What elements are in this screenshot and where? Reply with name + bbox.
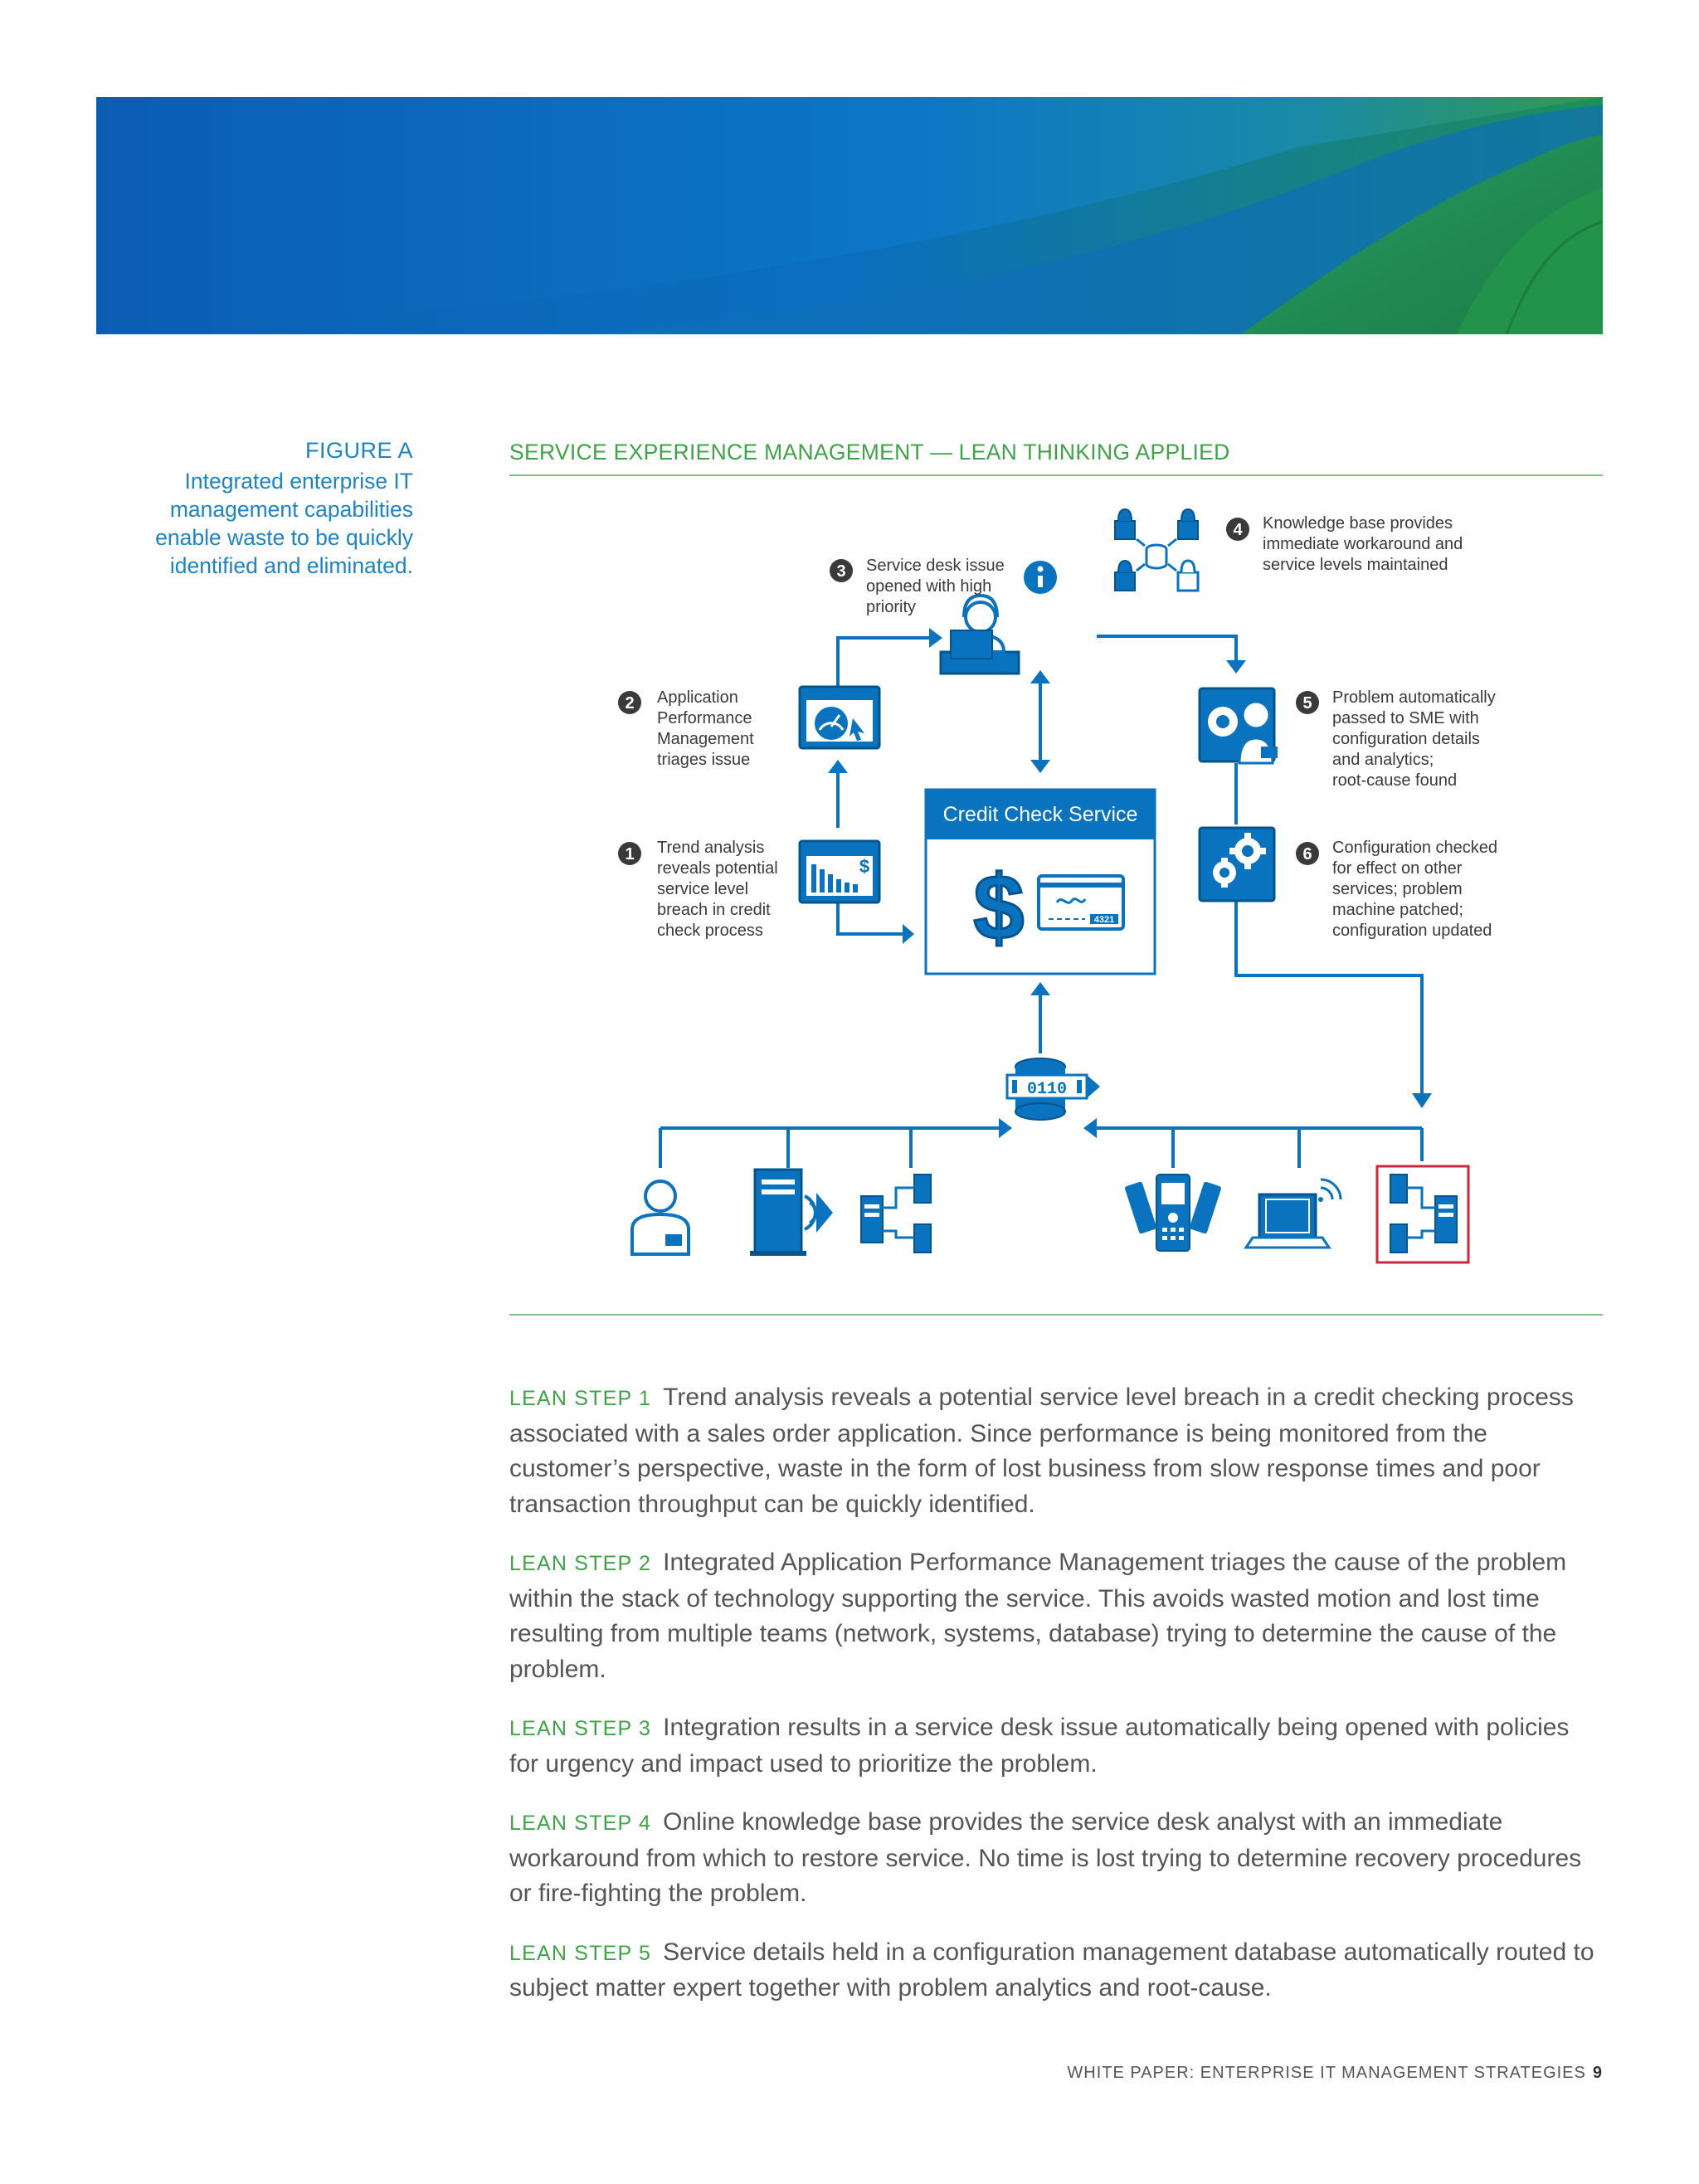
- step-number: 2: [625, 694, 634, 713]
- step-annotation-3: 3 Service desk issue opened with high pr…: [830, 557, 1005, 616]
- step-line: services; problem: [1332, 880, 1463, 898]
- lean-step-label: LEAN STEP 3: [509, 1717, 652, 1740]
- gauge-window-icon: [798, 685, 881, 750]
- step-line: triages issue: [657, 751, 750, 769]
- mobile-devices-icon: [1125, 1174, 1221, 1252]
- step-annotation-1: 1 Trend analysis reveals potential servi…: [618, 839, 778, 940]
- step-line: configuration updated: [1332, 922, 1492, 940]
- step-line: passed to SME with: [1332, 709, 1479, 727]
- lean-step-text: Trend analysis reveals a potential servi…: [509, 1384, 1574, 1518]
- lean-step-label: LEAN STEP 2: [509, 1552, 652, 1575]
- sme-gear-icon: [1198, 687, 1278, 765]
- lean-step-label: LEAN STEP 4: [509, 1812, 652, 1835]
- center-box-title: Credit Check Service: [943, 803, 1138, 826]
- step-number: 5: [1302, 694, 1312, 713]
- database-bits: 0110: [1027, 1080, 1067, 1099]
- footer-text: WHITE PAPER: ENTERPRISE IT MANAGEMENT ST…: [1067, 2064, 1586, 2082]
- step-line: immediate workaround and: [1263, 535, 1463, 553]
- step-line: Knowledge base provides: [1263, 514, 1453, 533]
- gears-icon: [1198, 826, 1276, 902]
- credit-card-icon: 4321: [1037, 874, 1125, 931]
- step-number: 4: [1233, 521, 1243, 539]
- figure-title: SERVICE EXPERIENCE MANAGEMENT — LEAN THI…: [509, 440, 1230, 465]
- step-line: opened with high: [866, 577, 991, 596]
- step-line: reveals potential: [657, 859, 778, 878]
- step-line: machine patched;: [1332, 901, 1463, 919]
- step-annotation-6: 6 Configuration checked for effect on ot…: [1296, 839, 1497, 940]
- lean-step-text: Integration results in a service desk is…: [509, 1714, 1570, 1778]
- database-icon: 0110: [1005, 1058, 1100, 1121]
- step-line: breach in credit: [657, 901, 771, 919]
- step-line: configuration details: [1332, 730, 1480, 748]
- lean-step-label: LEAN STEP 5: [509, 1941, 652, 1965]
- patched-servers-highlight: [1375, 1165, 1470, 1264]
- step-annotation-5: 5 Problem automatically passed to SME wi…: [1296, 688, 1496, 790]
- figure-bottom-rule: [509, 1314, 1603, 1316]
- figure-label: FIGURE A: [304, 438, 413, 463]
- service-diagram: Credit Check Service $ 4321: [509, 481, 1603, 1302]
- dollar-icon: $: [972, 856, 1025, 961]
- service-desk-agent-icon: [939, 561, 1057, 675]
- step-line: for effect on other: [1332, 859, 1463, 878]
- page-number: 9: [1592, 2064, 1603, 2082]
- page-footer: WHITE PAPER: ENTERPRISE IT MANAGEMENT ST…: [1067, 2064, 1603, 2083]
- network-servers-icon: [860, 1174, 932, 1253]
- step-line: check process: [657, 922, 763, 940]
- step-number: 1: [625, 845, 634, 863]
- credit-check-service-box: Credit Check Service $ 4321: [924, 788, 1156, 975]
- step-number: 6: [1302, 845, 1312, 863]
- step-line: service level: [657, 880, 748, 898]
- lean-step-text: Online knowledge base provides the servi…: [509, 1808, 1582, 1907]
- step-line: service levels maintained: [1263, 556, 1448, 574]
- step-number: 3: [836, 562, 845, 581]
- svg-text:$: $: [973, 857, 1024, 959]
- card-number: 4321: [1094, 915, 1114, 925]
- lean-step-text: Integrated Application Performance Manag…: [509, 1549, 1567, 1683]
- step-line: priority: [866, 598, 916, 616]
- header-banner: [96, 97, 1603, 334]
- step-line: Configuration checked: [1332, 839, 1497, 857]
- figure-top-rule: [509, 474, 1603, 476]
- user-badge-icon: [630, 1180, 690, 1256]
- flow-lines: [659, 628, 1432, 1168]
- knowledge-base-network-icon: [1114, 508, 1200, 592]
- step-line: Trend analysis: [657, 839, 764, 857]
- step-annotation-2: 2 Application Performance Management tri…: [618, 688, 754, 769]
- figure-caption-text: Integrated enterprise IT management capa…: [155, 469, 413, 578]
- server-disk-icon: [750, 1168, 833, 1256]
- step-line: and analytics;: [1332, 751, 1434, 769]
- figure-caption: FIGURE A Integrated enterprise IT manage…: [108, 438, 413, 580]
- step-line: Service desk issue: [866, 557, 1005, 575]
- lean-step-text: Service details held in a configuration …: [509, 1938, 1594, 2002]
- lean-step-label: LEAN STEP 1: [509, 1387, 652, 1410]
- svg-text:$: $: [859, 856, 869, 877]
- step-line: Application: [657, 688, 738, 707]
- step-line: root-cause found: [1332, 771, 1457, 790]
- step-line: Problem automatically: [1332, 688, 1496, 707]
- step-line: Management: [657, 730, 754, 748]
- trend-chart-icon: $: [798, 839, 881, 904]
- laptop-wireless-icon: [1244, 1178, 1342, 1249]
- step-line: Performance: [657, 709, 752, 727]
- step-annotation-4: 4 Knowledge base provides immediate work…: [1226, 514, 1463, 574]
